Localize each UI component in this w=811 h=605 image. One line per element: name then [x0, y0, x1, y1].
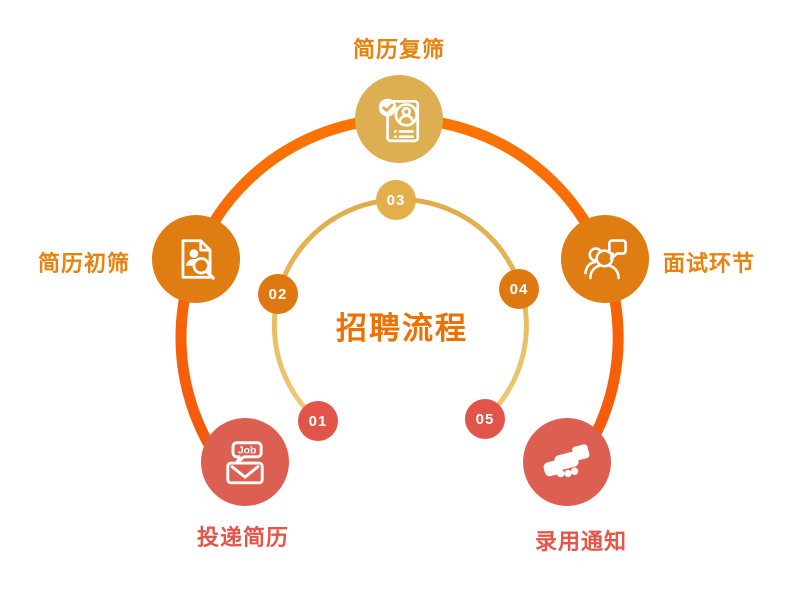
step-node-interview [561, 215, 649, 303]
step-badge-02: 02 [258, 274, 298, 314]
step-badge-03: 03 [376, 180, 416, 220]
step-node-offer [523, 418, 611, 506]
svg-text:Job: Job [238, 445, 257, 456]
resume-search-icon [181, 239, 215, 280]
job-envelope-icon: Job [226, 441, 264, 485]
step-number: 05 [475, 410, 495, 428]
step-label-interview: 面试环节 [662, 251, 755, 276]
handshake-icon [543, 444, 590, 478]
step-number: 02 [268, 285, 288, 303]
step-number: 01 [308, 412, 328, 430]
step-number: 04 [509, 280, 529, 298]
step-node-resume-recheck [355, 75, 443, 163]
step-label-resume-screen: 简历初筛 [37, 251, 130, 276]
step-badge-04: 04 [499, 269, 539, 309]
step-label-submit-resume: 投递简历 [196, 525, 289, 550]
step-badge-05: 05 [465, 399, 505, 439]
step-node-submit-resume: Job [201, 418, 289, 506]
resume-check-icon [378, 98, 420, 143]
step-label-offer: 录用通知 [534, 529, 627, 554]
diagram-title: 招聘流程 [336, 311, 468, 346]
interview-chat-icon [584, 239, 627, 280]
step-number: 03 [386, 191, 406, 209]
step-label-resume-recheck: 简历复筛 [352, 37, 445, 62]
step-node-resume-screen [152, 215, 240, 303]
step-badge-01: 01 [298, 401, 338, 441]
